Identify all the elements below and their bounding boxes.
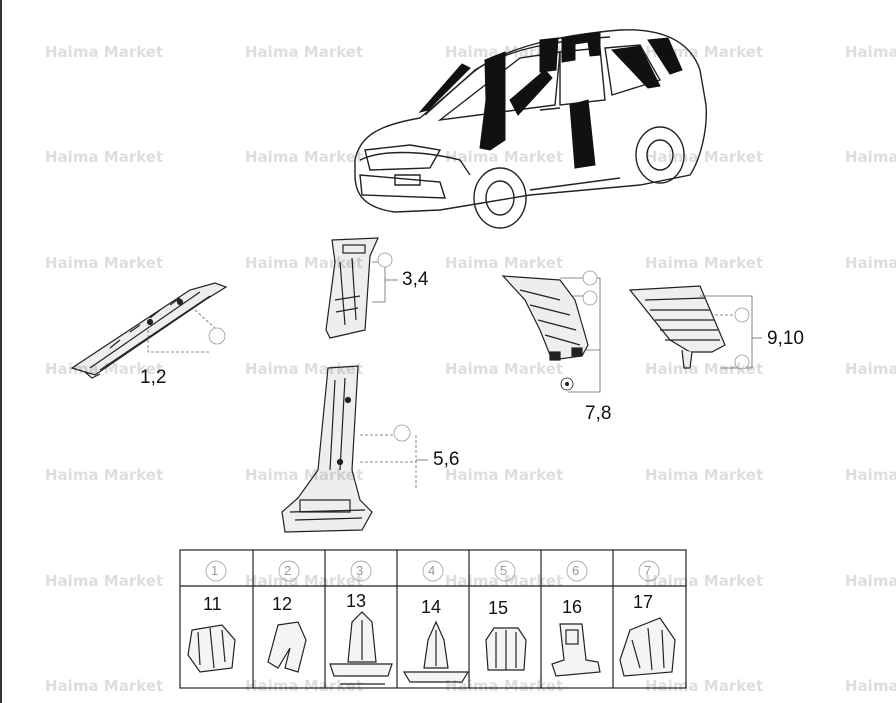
leader-lines-1-2: [147, 309, 216, 353]
clip-part-number-12: 12: [272, 594, 293, 614]
part-c-pillar-trim: [501, 275, 589, 361]
callout-1-2: 1,2: [140, 367, 167, 388]
callout-9-10: 9,10: [767, 328, 804, 349]
leader-lines-3-4: [372, 261, 398, 303]
ref-circle-3: [377, 252, 393, 268]
part-b-pillar-lower-trim: [281, 365, 373, 533]
clip-table-header-ref: 7: [644, 563, 652, 578]
clip-12-drawing: [267, 621, 307, 673]
ref-circle-1: [208, 327, 226, 345]
clip-15-drawing: [485, 627, 527, 671]
clip-11-drawing: [187, 624, 236, 673]
clip-part-number-15: 15: [488, 598, 509, 618]
clip-17-drawing: [619, 617, 676, 677]
clip-part-number-16: 16: [562, 597, 583, 617]
clip-table-header-ref: 2: [284, 563, 292, 578]
ref-circle-3b: [582, 270, 598, 286]
clip-part-number-13: 13: [346, 591, 367, 611]
clip-14-drawing: [402, 620, 470, 683]
clip-part-number-11: 11: [203, 594, 222, 614]
leader-lines-9-10: [700, 295, 762, 369]
clip-part-number-17: 17: [633, 592, 654, 612]
ref-circle-5: [393, 424, 411, 442]
clip-table-grid: [179, 549, 687, 689]
page-left-border: [0, 0, 2, 703]
clip-part-number-14: 14: [421, 597, 442, 617]
part-b-pillar-upper-trim: [325, 237, 379, 339]
clip-table-header-ref: 6: [572, 563, 580, 578]
part-a-pillar-trim: [70, 282, 228, 379]
callout-5-6: 5,6: [433, 449, 460, 470]
vehicle-illustration: [354, 29, 708, 229]
callout-7-8: 7,8: [585, 403, 612, 424]
part-d-pillar-trim: [628, 285, 726, 369]
clip-16-drawing: [551, 623, 601, 677]
clip-table-header-ref: 4: [428, 563, 436, 578]
ref-circle-2: [582, 290, 598, 306]
ref-circle-7: [734, 354, 750, 370]
clip-table-header-ref: 5: [500, 563, 508, 578]
clip-table-header-ref: 3: [356, 563, 364, 578]
callout-3-4: 3,4: [402, 269, 429, 290]
clip-13-drawing: [329, 611, 393, 685]
clip-table-header-circles: [205, 560, 660, 582]
clip-table-header-ref: 1: [211, 563, 219, 578]
vehicle-highlighted-pillars: [418, 31, 683, 169]
ref-circle-6: [734, 307, 750, 323]
leader-lines-5-6: [360, 434, 428, 488]
